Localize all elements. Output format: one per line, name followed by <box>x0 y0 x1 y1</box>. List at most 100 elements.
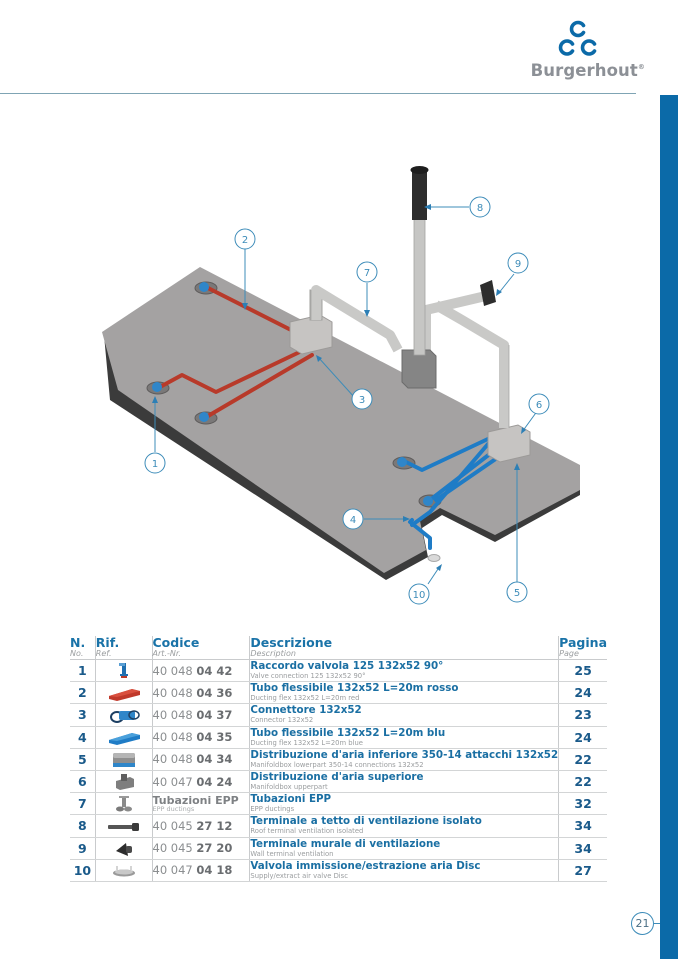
row-code: 40 045 27 20 <box>151 837 250 860</box>
red-flex-duct-icon <box>108 688 140 701</box>
callout-labels: 1 2 3 4 5 6 7 8 9 10 <box>152 203 542 601</box>
row-number: 1 <box>70 659 96 683</box>
row-code: 40 048 04 37 <box>151 703 250 727</box>
floor-slab <box>102 267 580 580</box>
code-suffix: 04 24 <box>196 774 233 789</box>
row-thumbnail <box>94 703 152 727</box>
blue-flex-ducts <box>404 436 502 550</box>
table-row: 1 40 048 04 42 Raccordo valvola 125 132x… <box>70 659 607 683</box>
description-english: Manifoldbox lowerpart 350-14 connections… <box>250 760 424 769</box>
table-row: 10 40 047 04 18 Valvola immissione/estra… <box>70 859 607 882</box>
row-number: 10 <box>70 859 96 882</box>
description-italian: Tubo flessibile 132x52 L=20m blu <box>250 726 446 739</box>
description-italian: Valvola immissione/estrazione aria Disc <box>250 859 481 872</box>
header-code-sub: Art.-Nr. <box>152 649 181 658</box>
row-page: 27 <box>558 859 607 882</box>
three-c-rings-logo-icon <box>558 20 597 56</box>
row-thumbnail <box>94 659 152 683</box>
code-prefix: 40 048 <box>152 730 193 745</box>
header-number-label: N. <box>70 635 86 650</box>
description-italian: Terminale murale di ventilazione <box>250 837 441 850</box>
row-page: 24 <box>558 681 607 705</box>
epp-ductings <box>311 285 509 428</box>
description-english: Roof terminal ventilation isolated <box>250 827 364 836</box>
brand-name-text: Burgerhout <box>530 61 638 80</box>
row-code: 40 047 04 18 <box>151 859 250 882</box>
code-prefix: 40 045 <box>152 818 193 833</box>
table-row: 8 40 045 27 12 Terminale a tetto di vent… <box>70 814 607 838</box>
code-suffix: 27 12 <box>196 818 233 833</box>
description-english: Wall terminal ventilation <box>250 849 334 858</box>
description-english: Supply/extract air valve Disc <box>250 871 348 880</box>
description-english: Ducting flex 132x52 L=20m blue <box>250 738 363 747</box>
description-english: Ducting flex 132x52 L=20m red <box>250 694 360 703</box>
description-italian: Terminale a tetto di ventilazione isolat… <box>250 815 482 828</box>
code-prefix: 40 048 <box>152 752 193 767</box>
header-page-sub: Page <box>559 649 579 658</box>
row-page: 25 <box>558 659 607 683</box>
blue-flex-duct-icon <box>108 732 140 745</box>
side-accent-bar <box>660 95 678 959</box>
row-page: 22 <box>558 770 607 794</box>
row-description: Terminale a tetto di ventilazione isolat… <box>249 814 559 838</box>
disc-valve <box>427 554 441 562</box>
row-number: 7 <box>70 792 96 816</box>
code-text: Tubazioni EPP <box>152 793 239 807</box>
table-row: 6 40 047 04 24 Distribuzione d'aria supe… <box>70 770 607 794</box>
callout-2: 2 <box>242 235 248 246</box>
code-suffix: 04 18 <box>196 863 233 878</box>
header-description-sub: Description <box>250 649 296 658</box>
table-row: 9 40 045 27 20 Terminale murale di venti… <box>70 837 607 860</box>
brand-logo: Burgerhout® <box>520 18 645 88</box>
installation-diagram: 1 2 3 4 5 6 7 8 9 10 <box>102 166 580 605</box>
header-divider <box>0 93 636 94</box>
row-number: 6 <box>70 770 96 794</box>
table-row: 2 40 048 04 36 Tubo flessibile 132x52 L=… <box>70 681 607 705</box>
code-sub: EPP ductings <box>152 804 195 813</box>
row-thumbnail <box>94 748 152 771</box>
row-code: 40 047 04 24 <box>151 770 250 794</box>
red-valve-fittings <box>152 282 209 422</box>
code-prefix: 40 047 <box>152 863 193 878</box>
code-suffix: 04 36 <box>196 685 233 700</box>
page-number: 21 <box>631 912 654 935</box>
valve-connection-icon <box>118 663 128 679</box>
header-page-label: Pagina <box>559 635 607 650</box>
callout-3: 3 <box>359 395 365 406</box>
callout-9: 9 <box>515 259 521 270</box>
code-suffix: 04 37 <box>196 707 233 722</box>
callout-4: 4 <box>350 515 356 526</box>
description-italian: Connettore 132x52 <box>250 704 362 717</box>
row-number: 4 <box>70 726 96 749</box>
code-prefix: 40 045 <box>152 841 193 856</box>
callout-7: 7 <box>364 268 370 279</box>
row-thumbnail <box>94 681 152 705</box>
row-number: 5 <box>70 748 96 771</box>
brand-name: Burgerhout® <box>520 61 645 80</box>
row-page: 34 <box>558 837 607 860</box>
code-suffix: 04 34 <box>196 752 233 767</box>
row-code: 40 048 04 42 <box>151 659 250 683</box>
disc-valve-icon <box>112 866 135 877</box>
blue-valve-fittings <box>397 457 433 506</box>
code-prefix: 40 047 <box>152 774 193 789</box>
row-description: Raccordo valvola 125 132x52 90°Valve con… <box>249 659 559 683</box>
header-code-label: Codice <box>152 635 200 650</box>
row-code: 40 048 04 36 <box>151 681 250 705</box>
epp-pipe-outline <box>310 290 510 428</box>
callout-1: 1 <box>152 459 158 470</box>
table-row: 5 40 048 04 34 Distribuzione d'aria infe… <box>70 748 607 771</box>
row-thumbnail <box>94 859 152 882</box>
red-flex-ducts <box>158 286 314 418</box>
header-reference-label: Rif. <box>95 635 120 650</box>
row-number: 3 <box>70 703 96 727</box>
description-italian: Distribuzione d'aria superiore <box>250 771 424 784</box>
callouts <box>154 206 539 585</box>
row-thumbnail <box>94 837 152 860</box>
